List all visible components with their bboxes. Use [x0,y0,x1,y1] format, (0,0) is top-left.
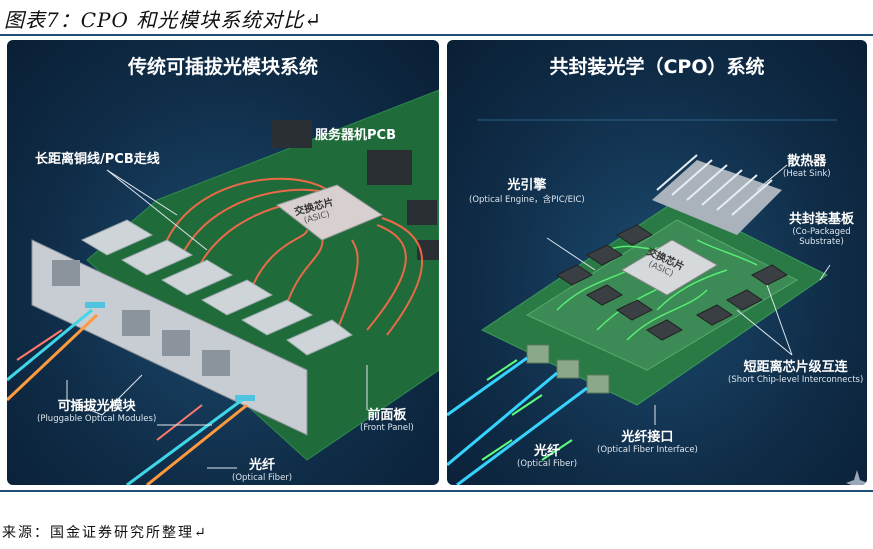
front-panel-label-cn: 前面板 [367,408,407,423]
fiber-label: 光纤(Optical Fiber) [232,454,292,483]
pcb-label: 服务器机PCB [315,128,396,143]
cpo-drawing [447,119,867,485]
bottom-rule [0,490,873,492]
engine-label-en: (Optical Engine，含PIC/EIC) [469,195,585,205]
asic-chip [275,184,384,241]
interface-label: 光纤接口(Optical Fiber Interface) [597,426,698,455]
module-lens [235,395,255,401]
front-panel-label-en: (Front Panel) [360,423,414,433]
source-note: 来源：国金证券研究所整理↵ [2,525,208,541]
interconnect-label-en: (Short Chip-level Interconnects) [728,375,864,385]
module-lens [85,302,105,308]
optical-engines [556,224,788,341]
fiber-label-cn: 光纤 [534,444,561,459]
optical-fibers [7,308,248,485]
fiber-label-en: (Optical Fiber) [517,459,578,469]
left-panel-title: 传统可插拔光模块系统 [127,56,318,78]
pcb-chip [407,200,437,225]
interconnect-label: 短距离芯片级互连(Short Chip-level Interconnects) [728,356,863,385]
heatsink-label-cn: 散热器 [787,154,827,169]
cpo-illustration: 共封装光学（CPO）系统 散热器(Heat Sink) 光引擎 (Optical … [447,40,867,485]
module-label: 可插拔光模块(Pluggable Optical Modules) [37,395,156,424]
sparkle-icon [846,470,867,485]
fiber-connectors [526,344,610,394]
heatsink-label-en: (Heat Sink) [783,169,831,179]
fiber-label: 光纤(Optical Fiber) [517,440,577,469]
pcb-chip [272,120,312,148]
figure-title: 图表7：CPO 和光模块系统对比↵ [4,8,322,32]
engine-label: 光引擎 (Optical Engine，含PIC/EIC) [469,174,585,205]
trace-label: 长距离铜线/PCB走线 [35,152,160,167]
interconnect-label-cn: 短距离芯片级互连 [743,360,848,375]
substrate-label-en1: (Co-Packaged [792,227,851,237]
top-rule [0,34,873,36]
interface-label-en: (Optical Fiber Interface) [597,445,698,455]
substrate-label-cn: 共封装基板 [789,212,855,227]
signal-arrows [481,359,573,461]
heat-sink [652,154,782,235]
right-panel-title: 共封装光学（CPO）系统 [549,56,765,78]
interface-label-cn: 光纤接口 [621,430,674,445]
substrate-label-en2: Substrate) [799,237,844,247]
heatsink-label: 散热器(Heat Sink) [783,150,831,179]
pluggable-illustration: 传统可插拔光模块系统 服务器机PCB 长距离铜线/PCB走线 交换芯片(ASIC… [7,40,439,485]
pluggable-drawing [7,89,439,485]
optical-fibers [447,356,588,485]
module-label-en: (Pluggable Optical Modules) [37,414,157,424]
front-panel-label: 前面板(Front Panel) [360,404,414,433]
fiber-label-cn: 光纤 [249,458,276,473]
fiber-label-en: (Optical Fiber) [232,473,293,483]
modules [80,219,353,356]
pcb-chip [367,150,412,185]
asic-chip [621,239,718,296]
module-label-cn: 可插拔光模块 [57,399,136,414]
engine-label-cn: 光引擎 [507,178,547,193]
